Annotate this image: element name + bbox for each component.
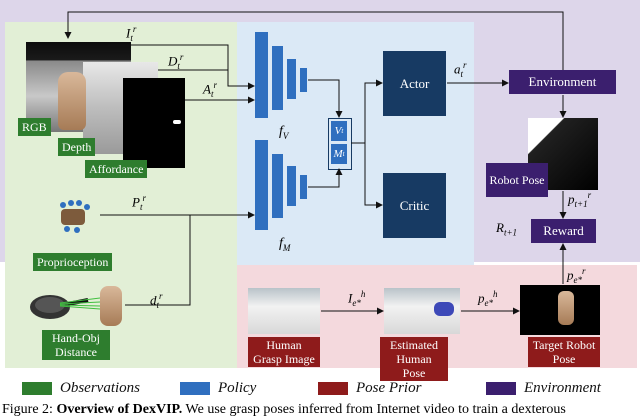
signal-p-e-r-label: pe*r bbox=[567, 266, 586, 285]
robot-pose-label: Robot Pose bbox=[486, 163, 548, 197]
legend-swatch-pose-prior bbox=[318, 382, 348, 395]
reward-box: Reward bbox=[531, 219, 596, 243]
human-grasp-image bbox=[248, 288, 320, 334]
pan-icon bbox=[28, 290, 90, 322]
fV-block-3 bbox=[287, 59, 296, 99]
signal-a-label: atr bbox=[454, 60, 467, 79]
fM-block-4 bbox=[300, 175, 307, 199]
environment-box: Environment bbox=[509, 70, 616, 94]
fM-block-2 bbox=[272, 154, 283, 218]
signal-R-label: Rt+1 bbox=[496, 220, 518, 238]
rgb-label: RGB bbox=[18, 118, 51, 136]
affordance-label: Affordance bbox=[85, 160, 148, 178]
legend-swatch-policy bbox=[180, 382, 210, 395]
proprioception-hand-icon bbox=[55, 195, 97, 237]
fM-block-3 bbox=[287, 166, 296, 206]
estimated-pose-label: Estimated Human Pose bbox=[380, 337, 448, 381]
caption-prefix: Figure 2: bbox=[2, 402, 57, 417]
depth-label: Depth bbox=[58, 138, 96, 156]
fV-label: fV bbox=[279, 124, 289, 141]
human-grasp-label: Human Grasp Image bbox=[248, 337, 320, 367]
legend-pose-prior: Pose Prior bbox=[318, 380, 421, 397]
distance-lines-icon bbox=[59, 296, 101, 310]
critic-box: Critic bbox=[383, 173, 446, 238]
legend-label-environment: Environment bbox=[524, 380, 601, 396]
legend-label-observations: Observations bbox=[60, 380, 140, 396]
legend-label-pose-prior: Pose Prior bbox=[356, 380, 422, 396]
legend-swatch-environment bbox=[486, 382, 516, 395]
estimated-pose-image bbox=[384, 288, 460, 334]
legend-environment: Environment bbox=[486, 380, 601, 397]
distance-hand-icon bbox=[100, 286, 122, 326]
fV-block-4 bbox=[300, 68, 307, 92]
caption-rest: We use grasp poses inferred from Interne… bbox=[182, 402, 566, 417]
affordance-image bbox=[123, 78, 185, 168]
caption-bold: Overview of DexVIP. bbox=[56, 402, 183, 417]
target-robot-pose-image bbox=[520, 285, 600, 335]
legend-observations: Observations bbox=[22, 380, 140, 397]
legend-label-policy: Policy bbox=[218, 380, 257, 396]
signal-I-label: Itr bbox=[126, 24, 137, 43]
target-robot-pose-label: Target Robot Pose bbox=[528, 337, 600, 367]
legend-swatch-observations bbox=[22, 382, 52, 395]
fM-block-1 bbox=[255, 140, 268, 230]
fV-block-2 bbox=[272, 46, 283, 110]
signal-D-label: Dtr bbox=[168, 52, 184, 71]
signal-p-e-h-label: pe*h bbox=[478, 289, 498, 308]
legend-policy: Policy bbox=[180, 380, 256, 397]
hand-obj-distance-label: Hand-Obj Distance bbox=[42, 330, 110, 360]
signal-p-next-label: pt+1r bbox=[568, 190, 592, 209]
figure-caption: Figure 2: Overview of DexVIP. We use gra… bbox=[2, 402, 566, 418]
signal-P-label: Ptr bbox=[132, 193, 146, 212]
proprioception-label: Proprioception bbox=[33, 253, 113, 271]
signal-I-e-label: Ie*h bbox=[348, 289, 366, 308]
signal-A-label: Atr bbox=[203, 80, 217, 99]
fV-block-1 bbox=[255, 32, 268, 118]
hand-icon bbox=[58, 72, 86, 130]
actor-box: Actor bbox=[383, 51, 446, 116]
fM-label: fM bbox=[279, 236, 291, 253]
